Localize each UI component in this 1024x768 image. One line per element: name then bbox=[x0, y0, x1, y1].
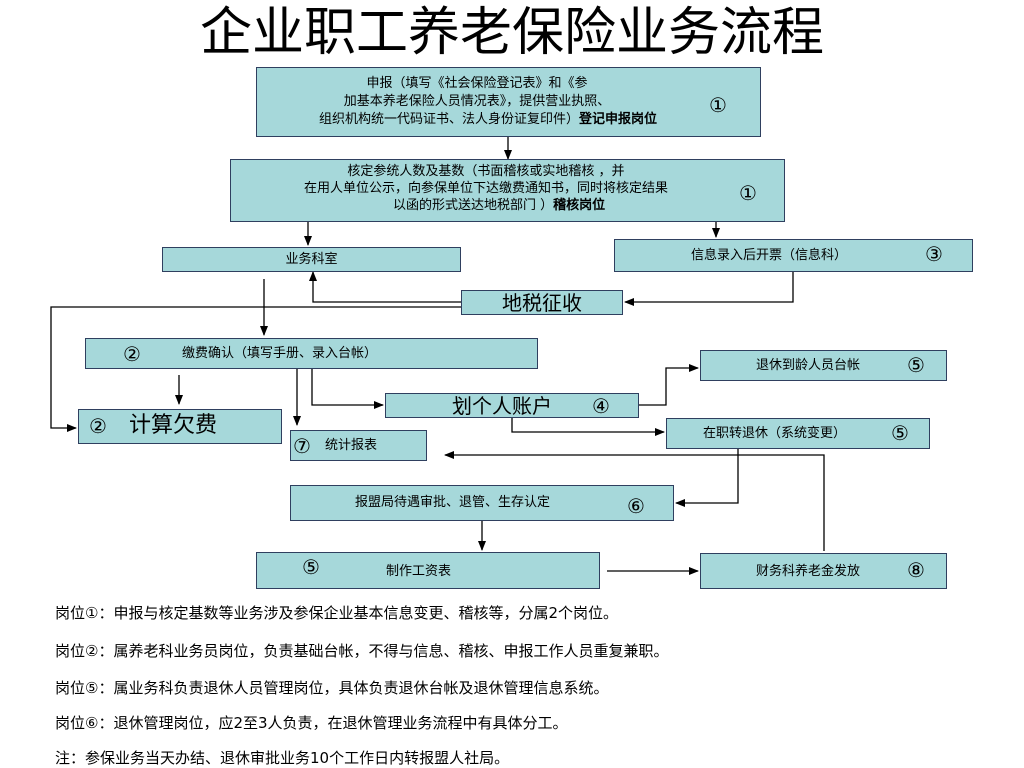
retire-ledger-label: 退休到龄人员台帐 bbox=[756, 358, 861, 373]
arrow-account-to-ledger bbox=[639, 364, 699, 406]
transfer-retire-label: 在职转退休（系统变更） bbox=[703, 426, 847, 441]
page-title: 企业职工养老保险业务流程 bbox=[199, 3, 824, 63]
declare-line-2: 加基本养老保险人员情况表》，提供营业执照、 bbox=[343, 94, 611, 109]
arrow-account-to-transfer bbox=[511, 418, 665, 436]
finance-label: 财务科养老金发放 bbox=[756, 564, 861, 579]
personal-account-label: 划个人账户 bbox=[452, 394, 552, 418]
arrears-label: 计算欠费 bbox=[129, 413, 218, 438]
note-line-3: 岗位⑤：属业务科负责退休人员管理岗位，具体负责退休台帐及退休管理信息系统。 bbox=[55, 679, 609, 697]
verify-line-2: 在用人单位公示，向参保单位下达缴费通知书，同时将核定结果 bbox=[303, 181, 668, 196]
declare-line-3: 组织机构统一代码证书、法人身份证复印件）登记申报岗位 bbox=[319, 112, 657, 128]
declare-line-1: 申报（填写《社会保险登记表》和《参 bbox=[366, 76, 588, 91]
note-line-1: 岗位①：申报与核定基数等业务涉及参保企业基本信息变更、稽核等，分属2个岗位。 bbox=[55, 604, 618, 622]
payroll-label: 制作工资表 bbox=[386, 564, 452, 579]
arrears-box: ② 计算欠费 bbox=[78, 409, 282, 444]
finance-box: 财务科养老金发放 ⑧ bbox=[700, 553, 947, 589]
arrears-badge: ② bbox=[89, 414, 107, 438]
verify-badge: ① bbox=[739, 181, 757, 205]
verify-line-3-text: 以函的形式送达地税部门 ） bbox=[393, 198, 554, 213]
approval-box: 报盟局待遇审批、退管、生存认定 ⑥ bbox=[290, 485, 674, 521]
finance-badge: ⑧ bbox=[907, 558, 925, 582]
personal-account-box: 划个人账户 ④ bbox=[385, 393, 639, 418]
arrow-finance-to-statistics bbox=[444, 451, 825, 551]
transfer-retire-badge: ⑤ bbox=[891, 421, 909, 445]
arrow-transfer-to-approval bbox=[675, 449, 739, 507]
declare-line-3-text: 组织机构统一代码证书、法人身份证复印件） bbox=[319, 112, 580, 127]
info-entry-badge: ③ bbox=[925, 242, 943, 266]
local-tax-label: 地税征收 bbox=[502, 291, 582, 315]
approval-badge: ⑥ bbox=[627, 494, 645, 518]
local-tax-box: 地税征收 bbox=[461, 290, 623, 315]
approval-label: 报盟局待遇审批、退管、生存认定 bbox=[355, 495, 551, 510]
note-line-2: 岗位②：属养老科业务员岗位，负责基础台帐，不得与信息、稽核、申报工作人员重复兼职… bbox=[55, 642, 669, 660]
verify-box: 核定参统人数及基数（书面稽核或实地稽核 ，并 在用人单位公示，向参保单位下达缴费… bbox=[230, 159, 785, 222]
note-line-5: 注：参保业务当天办结、退休审批业务10个工作日内转报盟人社局。 bbox=[55, 749, 510, 767]
info-entry-box: 信息录入后开票（信息科） ③ bbox=[614, 239, 973, 272]
note-line-4: 岗位⑥：退休管理岗位，应2至3人负责，在退休管理业务流程中有具体分工。 bbox=[55, 714, 568, 732]
arrow-confirm-to-account bbox=[311, 369, 384, 409]
business-office-label: 业务科室 bbox=[285, 252, 338, 267]
payment-confirm-box: ② 缴费确认（填写手册、录入台帐） bbox=[85, 338, 538, 369]
retire-ledger-box: 退休到龄人员台帐 ⑤ bbox=[700, 350, 947, 381]
retire-ledger-badge: ⑤ bbox=[907, 353, 925, 377]
arrow-tax-to-arrears bbox=[50, 306, 461, 432]
payment-confirm-badge: ② bbox=[123, 342, 141, 366]
verify-post-label: 稽核岗位 bbox=[553, 198, 606, 213]
payroll-box: ⑤ 制作工资表 bbox=[256, 552, 600, 589]
payroll-badge: ⑤ bbox=[302, 555, 320, 579]
declare-box: 申报（填写《社会保险登记表》和《参 加基本养老保险人员情况表》，提供营业执照、 … bbox=[256, 67, 761, 137]
transfer-retire-box: 在职转退休（系统变更） ⑤ bbox=[666, 418, 930, 449]
info-entry-label: 信息录入后开票（信息科） bbox=[691, 248, 848, 263]
arrow-info-to-tax bbox=[624, 272, 794, 306]
verify-line-3: 以函的形式送达地税部门 ）稽核岗位 bbox=[393, 198, 605, 214]
statistics-box: ⑦ 统计报表 bbox=[290, 430, 427, 461]
arrow-tax-to-business bbox=[309, 271, 461, 303]
payment-confirm-label: 缴费确认（填写手册、录入台帐） bbox=[182, 346, 378, 361]
business-office-box: 业务科室 bbox=[162, 247, 461, 272]
statistics-label: 统计报表 bbox=[325, 438, 378, 453]
personal-account-badge: ④ bbox=[592, 394, 610, 418]
declare-badge: ① bbox=[709, 93, 727, 117]
verify-line-1: 核定参统人数及基数（书面稽核或实地稽核 ，并 bbox=[347, 164, 625, 179]
statistics-badge: ⑦ bbox=[293, 434, 311, 458]
declare-post-label: 登记申报岗位 bbox=[579, 112, 658, 127]
